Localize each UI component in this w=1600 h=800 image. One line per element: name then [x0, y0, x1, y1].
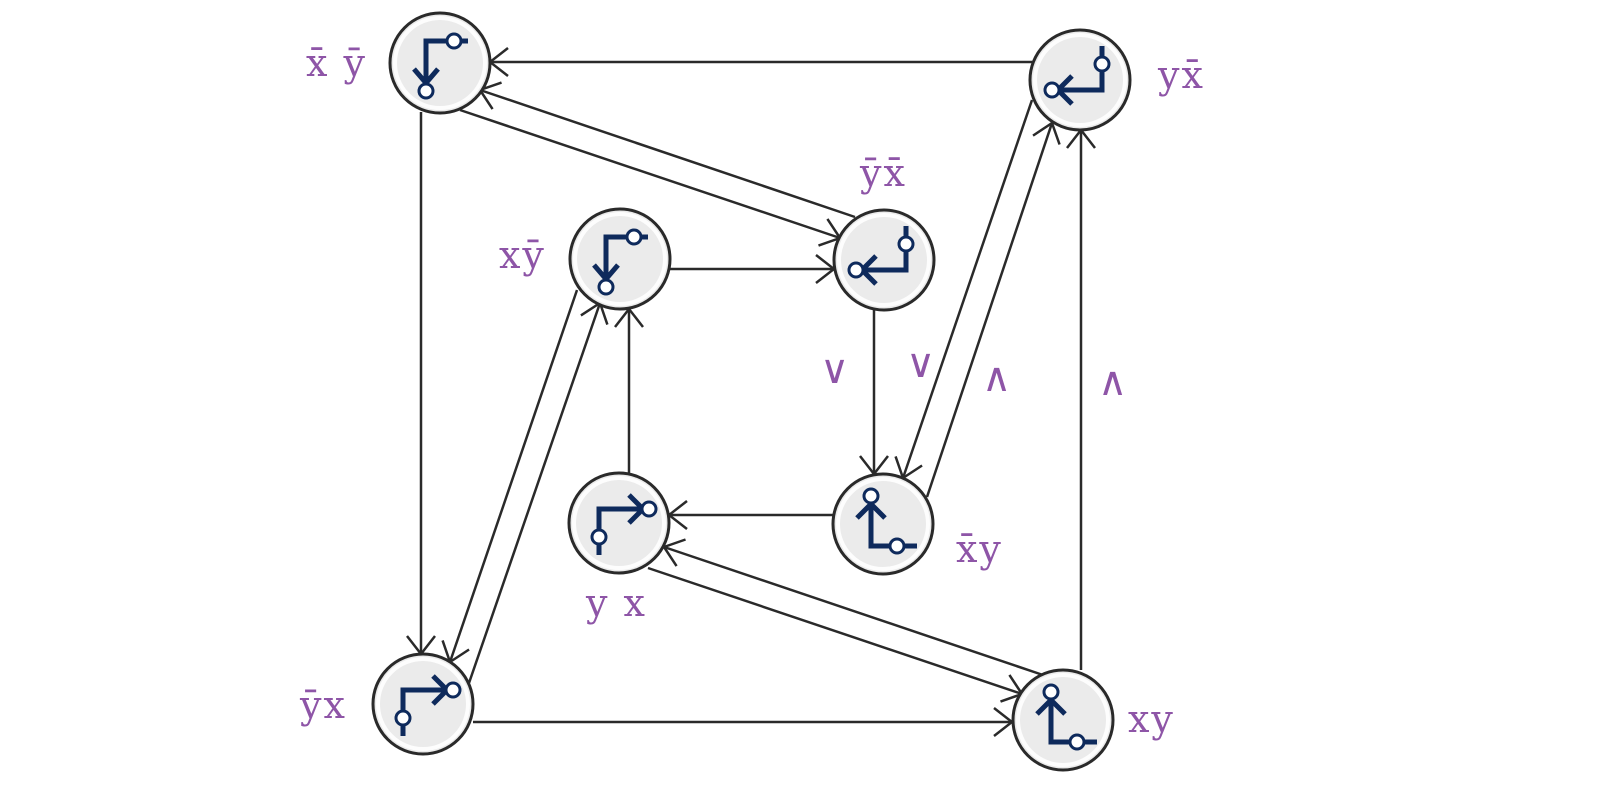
state-node-n6 [831, 472, 935, 576]
node-highlight [393, 16, 487, 110]
node-label-n7: ȳx [300, 683, 347, 727]
node-highlight [1033, 33, 1127, 127]
state-node-n3 [568, 207, 672, 311]
corner-right-down-arrow-icon [592, 228, 648, 296]
node-highlight [573, 212, 667, 306]
and-operator-right: ∧ [1098, 359, 1128, 405]
node-highlight [836, 477, 930, 571]
corner-down-left-arrow-icon [847, 226, 915, 286]
corner-up-right-arrow-icon [590, 493, 658, 555]
node-label-n8: xy [1128, 697, 1175, 741]
node-highlight [837, 213, 931, 307]
node-highlight [1016, 673, 1110, 767]
nodes [371, 11, 1132, 772]
state-node-n2 [1028, 28, 1132, 132]
state-node-n8 [1011, 668, 1115, 772]
or-operator-left: ∨ [820, 347, 850, 393]
corner-down-left-arrow-icon [1043, 46, 1111, 106]
node-label-n5: y x [586, 581, 647, 625]
edge-n7-to-n3 [467, 303, 600, 684]
node-label-n6: x̄y [956, 527, 1003, 571]
edge-n1-to-n4 [459, 108, 840, 238]
node-circle [388, 11, 492, 115]
node-label-n3: xȳ [499, 233, 546, 277]
edge-n3-to-n7 [450, 289, 579, 662]
edge-n6-to-n2 [925, 123, 1052, 498]
edge-n5-to-n8 [647, 566, 1022, 694]
node-highlight [376, 657, 470, 751]
node-circle [568, 207, 672, 311]
and-operator-left: ∧ [982, 355, 1012, 401]
edge-n8-to-n5 [664, 547, 1044, 677]
node-label-n1: x̄ ȳ [306, 41, 367, 85]
corner-up-right-arrow-icon [394, 674, 462, 736]
node-circle [832, 208, 936, 312]
or-operator-right: ∨ [906, 341, 936, 387]
edges [421, 62, 1081, 722]
state-node-n7 [371, 652, 475, 756]
node-label-n2: yx̄ [1158, 53, 1205, 97]
corner-left-up-arrow-icon [855, 487, 917, 555]
node-circle [1011, 668, 1115, 772]
corner-left-up-arrow-icon [1035, 683, 1097, 751]
node-label-n4: ȳx̄ [860, 151, 907, 195]
node-circle [831, 472, 935, 576]
node-circle [371, 652, 475, 756]
node-circle [567, 471, 671, 575]
node-highlight [572, 476, 666, 570]
edge-n2-to-n6 [903, 99, 1034, 478]
state-node-n4 [832, 208, 936, 312]
edge-n4-to-n1 [480, 90, 856, 219]
node-circle [1028, 28, 1132, 132]
state-node-n5 [567, 471, 671, 575]
corner-right-down-arrow-icon [412, 32, 468, 100]
state-node-n1 [388, 11, 492, 115]
